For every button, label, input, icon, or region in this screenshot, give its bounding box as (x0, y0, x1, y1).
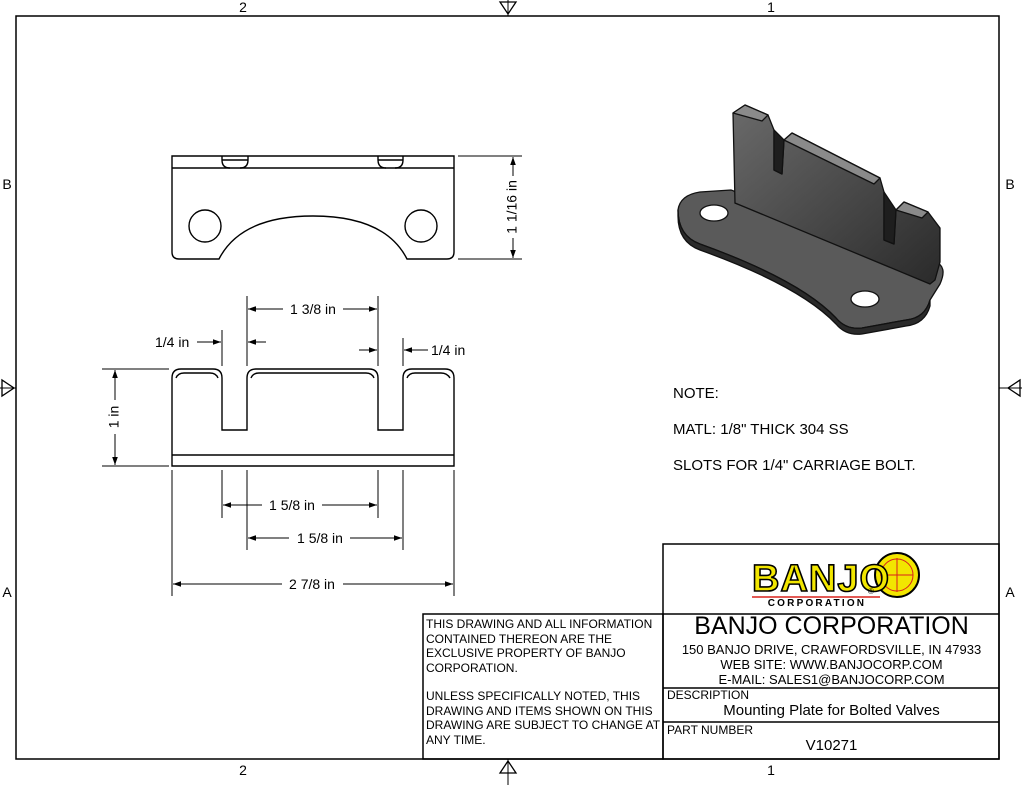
dim-front-height-label: 1 in (106, 406, 122, 429)
dim-inner-span-2 (246, 470, 404, 550)
note-heading: NOTE: (673, 385, 719, 402)
change-notice: UNLESS SPECIFICALLY NOTED, THIS DRAWING … (426, 689, 660, 747)
bolt-hole-left (188, 209, 222, 243)
note-material: MATL: 1/8" THICK 304 SS (673, 421, 849, 438)
dim-slot-spacing (246, 296, 379, 366)
logo-registered-mark: ® (868, 587, 874, 596)
dim-top-height (458, 155, 522, 260)
isometric-view (677, 104, 944, 335)
center-mark-top (498, 1, 518, 16)
description-value: Mounting Plate for Bolted Valves (723, 702, 940, 719)
center-mark-left (1, 378, 16, 398)
title-block-frame (422, 543, 1000, 760)
zone-top-2: 2 (239, 0, 247, 15)
banjo-logo: BANJO CORPORATION ® (751, 552, 920, 609)
dim-slot-spacing-label: 1 3/8 in (290, 301, 336, 317)
zone-bottom-2: 2 (239, 762, 247, 778)
center-mark-bottom (498, 759, 518, 774)
dim-height-top-label: 1 1/16 in (504, 180, 520, 234)
dim-slot-width-right (359, 338, 428, 366)
front-view (171, 368, 455, 467)
dim-overall-width (171, 470, 455, 596)
top-view (171, 155, 455, 260)
iso-hole-right (850, 290, 880, 308)
dim-slot-width-left-label: 1/4 in (155, 334, 189, 350)
dim-inner-span-2-label: 1 5/8 in (297, 530, 343, 546)
logo-subtext: CORPORATION (768, 598, 866, 609)
zone-right-a: A (1005, 584, 1015, 600)
zone-bottom-1: 1 (767, 762, 775, 778)
iso-hole-left (699, 204, 729, 222)
zone-top-1: 1 (767, 0, 775, 15)
zone-left-b: B (2, 176, 11, 192)
company-name: BANJO CORPORATION (694, 612, 969, 640)
note-slots: SLOTS FOR 1/4" CARRIAGE BOLT. (673, 457, 916, 474)
property-notice: THIS DRAWING AND ALL INFORMATION CONTAIN… (426, 617, 653, 675)
zone-right-b: B (1005, 176, 1014, 192)
dim-front-height (102, 368, 169, 467)
dim-slot-width-left (197, 330, 266, 366)
dim-inner-span-1-label: 1 5/8 in (269, 497, 315, 513)
company-email: E-MAIL: SALES1@BANJOCORP.COM (718, 672, 945, 687)
dim-slot-width-right-label: 1/4 in (431, 342, 465, 358)
company-website: WEB SITE: WWW.BANJOCORP.COM (720, 657, 943, 672)
company-address: 150 BANJO DRIVE, CRAWFORDSVILLE, IN 4793… (681, 642, 982, 657)
dim-inner-span-1 (221, 470, 379, 518)
bolt-hole-right (404, 209, 438, 243)
logo-text: BANJO (752, 558, 890, 600)
dim-overall-width-label: 2 7/8 in (289, 576, 335, 592)
zone-left-a: A (2, 584, 12, 600)
part-number-value: V10271 (805, 737, 858, 754)
description-label: DESCRIPTION (667, 688, 750, 702)
center-mark-right (1006, 378, 1021, 398)
part-number-label: PART NUMBER (667, 723, 754, 737)
